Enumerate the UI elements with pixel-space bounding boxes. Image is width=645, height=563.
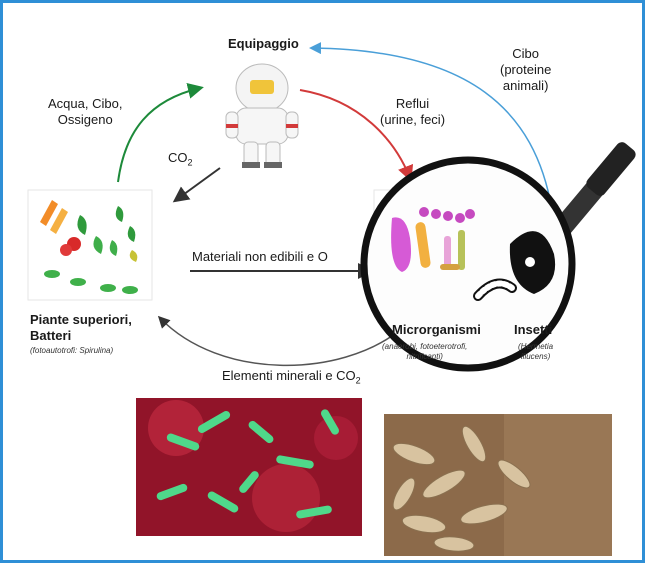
minerals-label: Elementi minerali e CO2 [222, 368, 361, 389]
microorganisms-illustration [391, 207, 475, 272]
insects-subtitle-line1: (Hermetia [518, 342, 554, 351]
bacteria-micrograph-photo [136, 398, 362, 536]
astronaut-illustration [225, 63, 299, 168]
co2-sub: 2 [187, 157, 193, 168]
plants-illustration [40, 200, 138, 294]
plants-subtitle: (fotoautotrofi: Spirulina) [30, 346, 114, 355]
resources-label: Acqua, Cibo, Ossigeno [48, 96, 122, 128]
food-label-line2: (proteine [500, 62, 552, 77]
arrow-resources [117, 83, 204, 183]
insects-subtitle: (Hermetia illucens) [518, 342, 553, 362]
micro-subtitle: (anaerobi, fotoeterotrofi, nitrificanti) [382, 342, 467, 362]
insect-larva-illustration [473, 231, 556, 301]
plants-box [27, 189, 153, 301]
arrow-co2 [172, 167, 221, 203]
insects-subtitle-line2: illucens) [520, 352, 551, 361]
arrow-food [309, 42, 553, 211]
micro-title: Microrganismi [392, 322, 481, 337]
food-label: Cibo (proteine animali) [500, 46, 551, 94]
plants-title-line2: Batteri [30, 328, 72, 343]
arrow-minerals [157, 315, 401, 367]
plants-title-line1: Piante superiori, [30, 312, 132, 327]
resources-label-line1: Acqua, Cibo, [48, 96, 123, 111]
food-label-line1: Cibo [512, 46, 540, 61]
micro-subtitle-line1: (anaerobi, fotoeterotrofi, [382, 342, 468, 351]
co2-text: CO [168, 150, 188, 165]
magnifier-lens [360, 156, 576, 372]
co2-label: CO2 [168, 150, 193, 171]
waste-label-line2: (urine, feci) [380, 112, 446, 127]
larvae-photo [384, 414, 612, 556]
minerals-text: Elementi minerali e CO [222, 368, 356, 383]
materials-label: Materiali non edibili e O [192, 249, 328, 264]
micro-subtitle-line2: nitrificanti) [406, 352, 443, 361]
resources-label-line2: Ossigeno [57, 112, 113, 127]
food-label-line3: animali) [502, 78, 549, 93]
insects-title: Insetti [514, 322, 553, 337]
crew-label: Equipaggio [228, 36, 299, 51]
plants-title: Piante superiori, Batteri [30, 312, 132, 344]
arrow-waste [299, 89, 414, 182]
waste-label-line1: Reflui [395, 96, 430, 111]
minerals-sub: 2 [355, 375, 361, 386]
waste-label: Reflui (urine, feci) [380, 96, 445, 128]
